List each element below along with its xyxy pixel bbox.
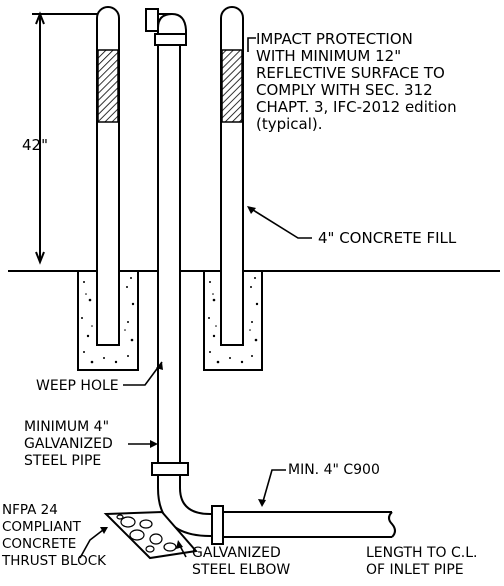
leader-thrust-block: [79, 529, 104, 559]
label-inlet-pipe: LENGTH TO C.L. OF INLET PIPE: [366, 545, 478, 578]
left-concrete-speckle: [81, 277, 135, 364]
label-thrust-block: NFPA 24 COMPLIANT CONCRETE THRUST BLOCK: [2, 502, 106, 569]
inlet-pipe: [223, 511, 392, 538]
label-concrete-fill: 4" CONCRETE FILL: [318, 229, 457, 247]
arrow-thrust-block: [100, 527, 108, 534]
leader-weep-hole: [123, 361, 163, 386]
label-c900: MIN. 4" C900: [288, 462, 380, 478]
left-reflective-band: [97, 49, 119, 123]
inlet-flange: [211, 505, 224, 545]
label-steel-elbow: GALVANIZED STEEL ELBOW: [192, 545, 291, 578]
arrow-concrete-fill: [247, 206, 256, 214]
vertical-pipe: [157, 41, 181, 467]
arrow-elbow: [176, 540, 183, 549]
right-reflective-band: [221, 49, 243, 123]
right-concrete-speckle: [208, 277, 259, 364]
pipe-coupling: [151, 462, 189, 476]
thrust-block: [103, 510, 198, 560]
label-height-dimension: 42": [22, 136, 48, 154]
dimension-arrow-bottom: [35, 251, 45, 265]
arrow-c900: [258, 499, 266, 507]
vent-elbow: [145, 8, 187, 46]
left-footing: [77, 271, 139, 371]
label-weep-hole: WEEP HOLE: [36, 378, 119, 394]
dimension-arrow-top: [35, 11, 45, 25]
arrow-steel-pipe: [150, 440, 158, 448]
label-impact-protection: IMPACT PROTECTION WITH MINIMUM 12" REFLE…: [256, 30, 457, 133]
leader-c900: [261, 469, 286, 506]
leader-impact-protection: [247, 37, 256, 52]
label-steel-pipe: MINIMUM 4" GALVANIZED STEEL PIPE: [24, 419, 113, 469]
arrow-weep-hole: [156, 362, 163, 370]
leader-elbow: [179, 545, 187, 558]
inlet-pipe-break: [388, 511, 396, 538]
right-footing: [203, 271, 263, 371]
leader-concrete-fill: [252, 209, 312, 239]
